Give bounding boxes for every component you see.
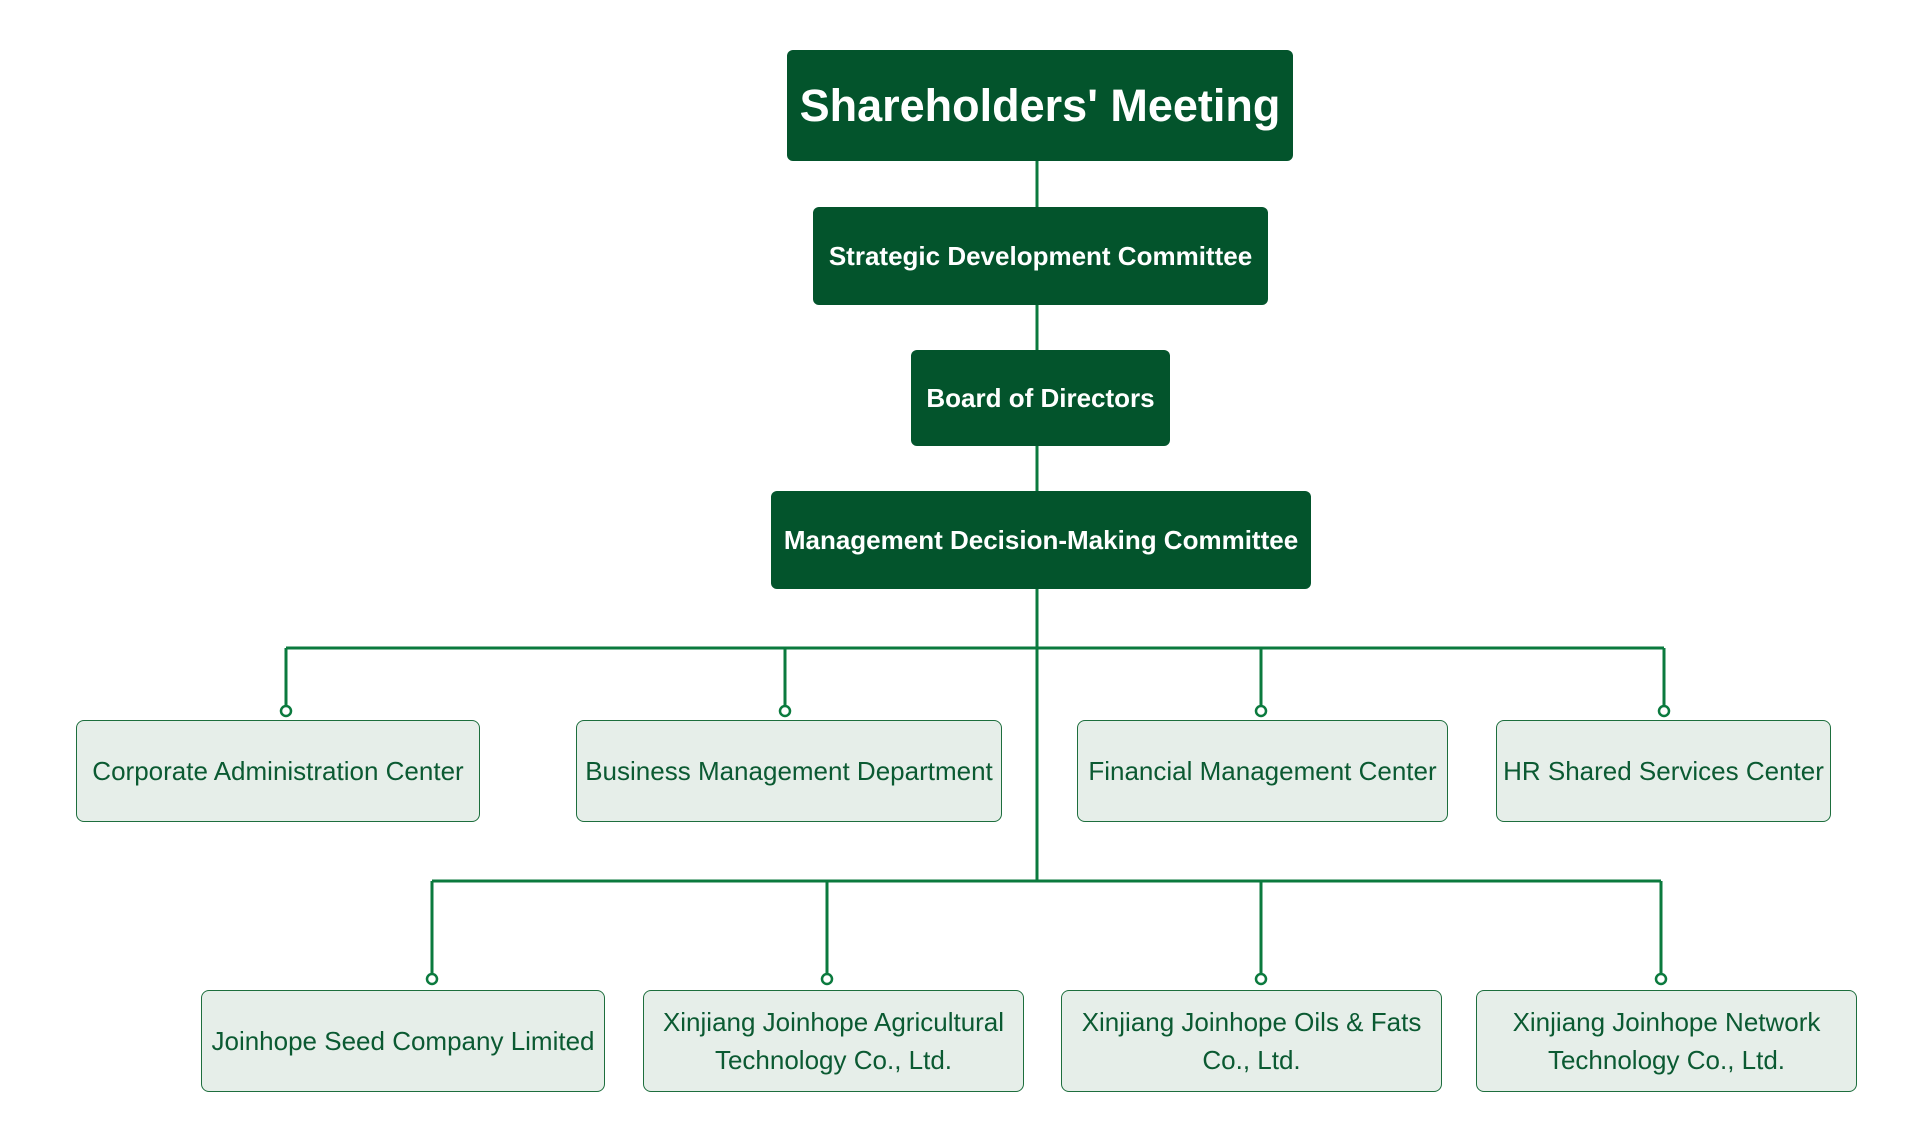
department-dot-1 (279, 704, 293, 718)
department-dot-4 (1657, 704, 1671, 718)
company-dot-4 (1654, 972, 1668, 986)
department-hr-shared-services: HR Shared Services Center (1496, 720, 1831, 822)
company-dot-2 (820, 972, 834, 986)
board-of-directors-box: Board of Directors (911, 350, 1170, 446)
shareholders-meeting-box: Shareholders' Meeting (787, 50, 1293, 161)
company-xinjiang-agricultural: Xinjiang Joinhope Agricultural Technolog… (643, 990, 1024, 1092)
management-decision-committee-box: Management Decision-Making Committee (771, 491, 1311, 589)
department-corporate-administration: Corporate Administration Center (76, 720, 480, 822)
strategic-development-committee-box: Strategic Development Committee (813, 207, 1268, 305)
department-dot-3 (1254, 704, 1268, 718)
department-financial-management: Financial Management Center (1077, 720, 1448, 822)
department-dot-2 (778, 704, 792, 718)
company-dot-3 (1254, 972, 1268, 986)
company-dot-1 (425, 972, 439, 986)
company-xinjiang-network: Xinjiang Joinhope Network Technology Co.… (1476, 990, 1857, 1092)
company-joinhope-seed: Joinhope Seed Company Limited (201, 990, 605, 1092)
department-business-management: Business Management Department (576, 720, 1002, 822)
company-xinjiang-oils-fats: Xinjiang Joinhope Oils & Fats Co., Ltd. (1061, 990, 1442, 1092)
